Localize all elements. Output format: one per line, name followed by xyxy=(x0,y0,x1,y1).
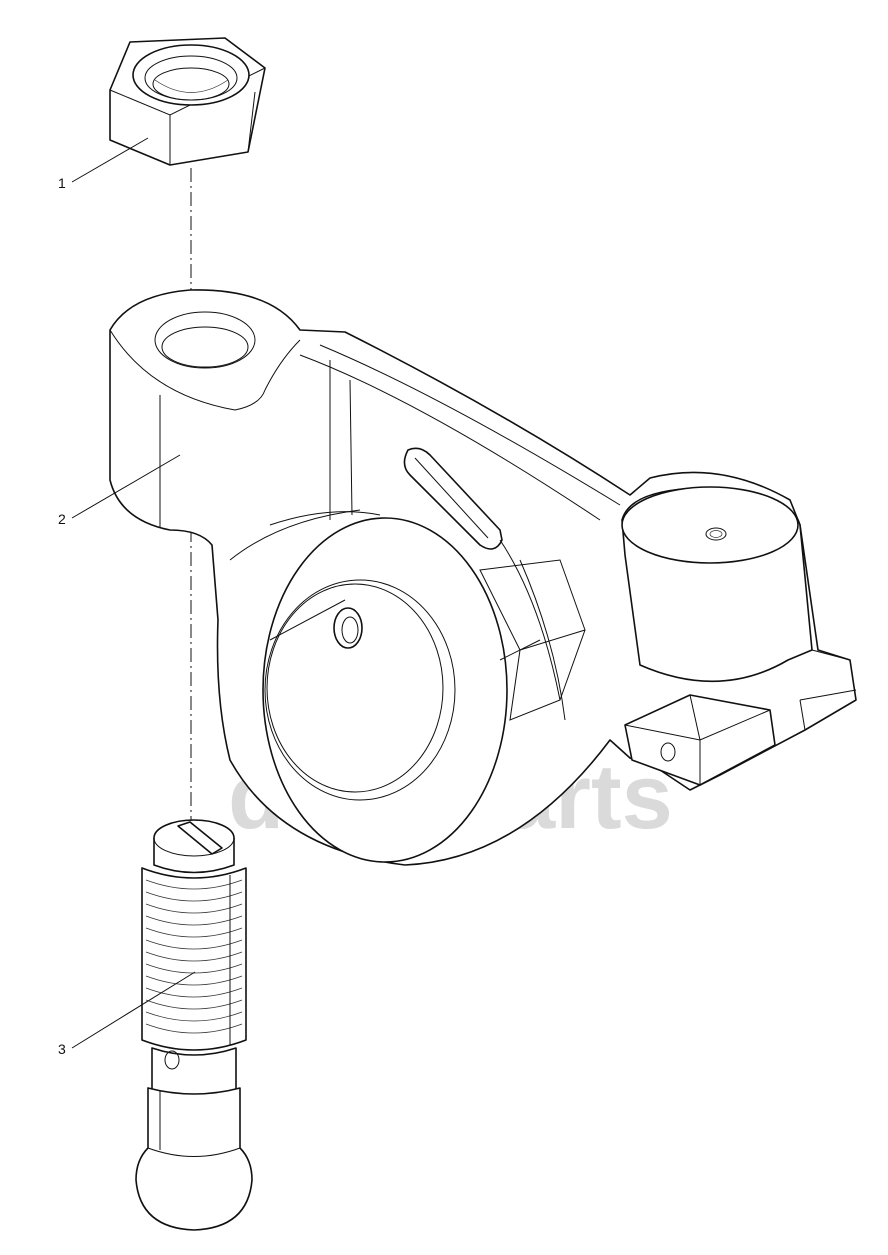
callout-3-label: 3 xyxy=(58,1041,66,1057)
adjusting-screw xyxy=(135,819,253,1231)
callout-3-leader xyxy=(71,971,196,1049)
rocker-arm xyxy=(109,289,857,866)
thread-lines xyxy=(145,879,243,1034)
callout-1-leader xyxy=(71,137,149,183)
callout-2-label: 2 xyxy=(58,511,66,527)
hex-nut xyxy=(109,37,266,166)
callout-1-label: 1 xyxy=(58,175,66,191)
callout-2-leader xyxy=(71,454,181,519)
